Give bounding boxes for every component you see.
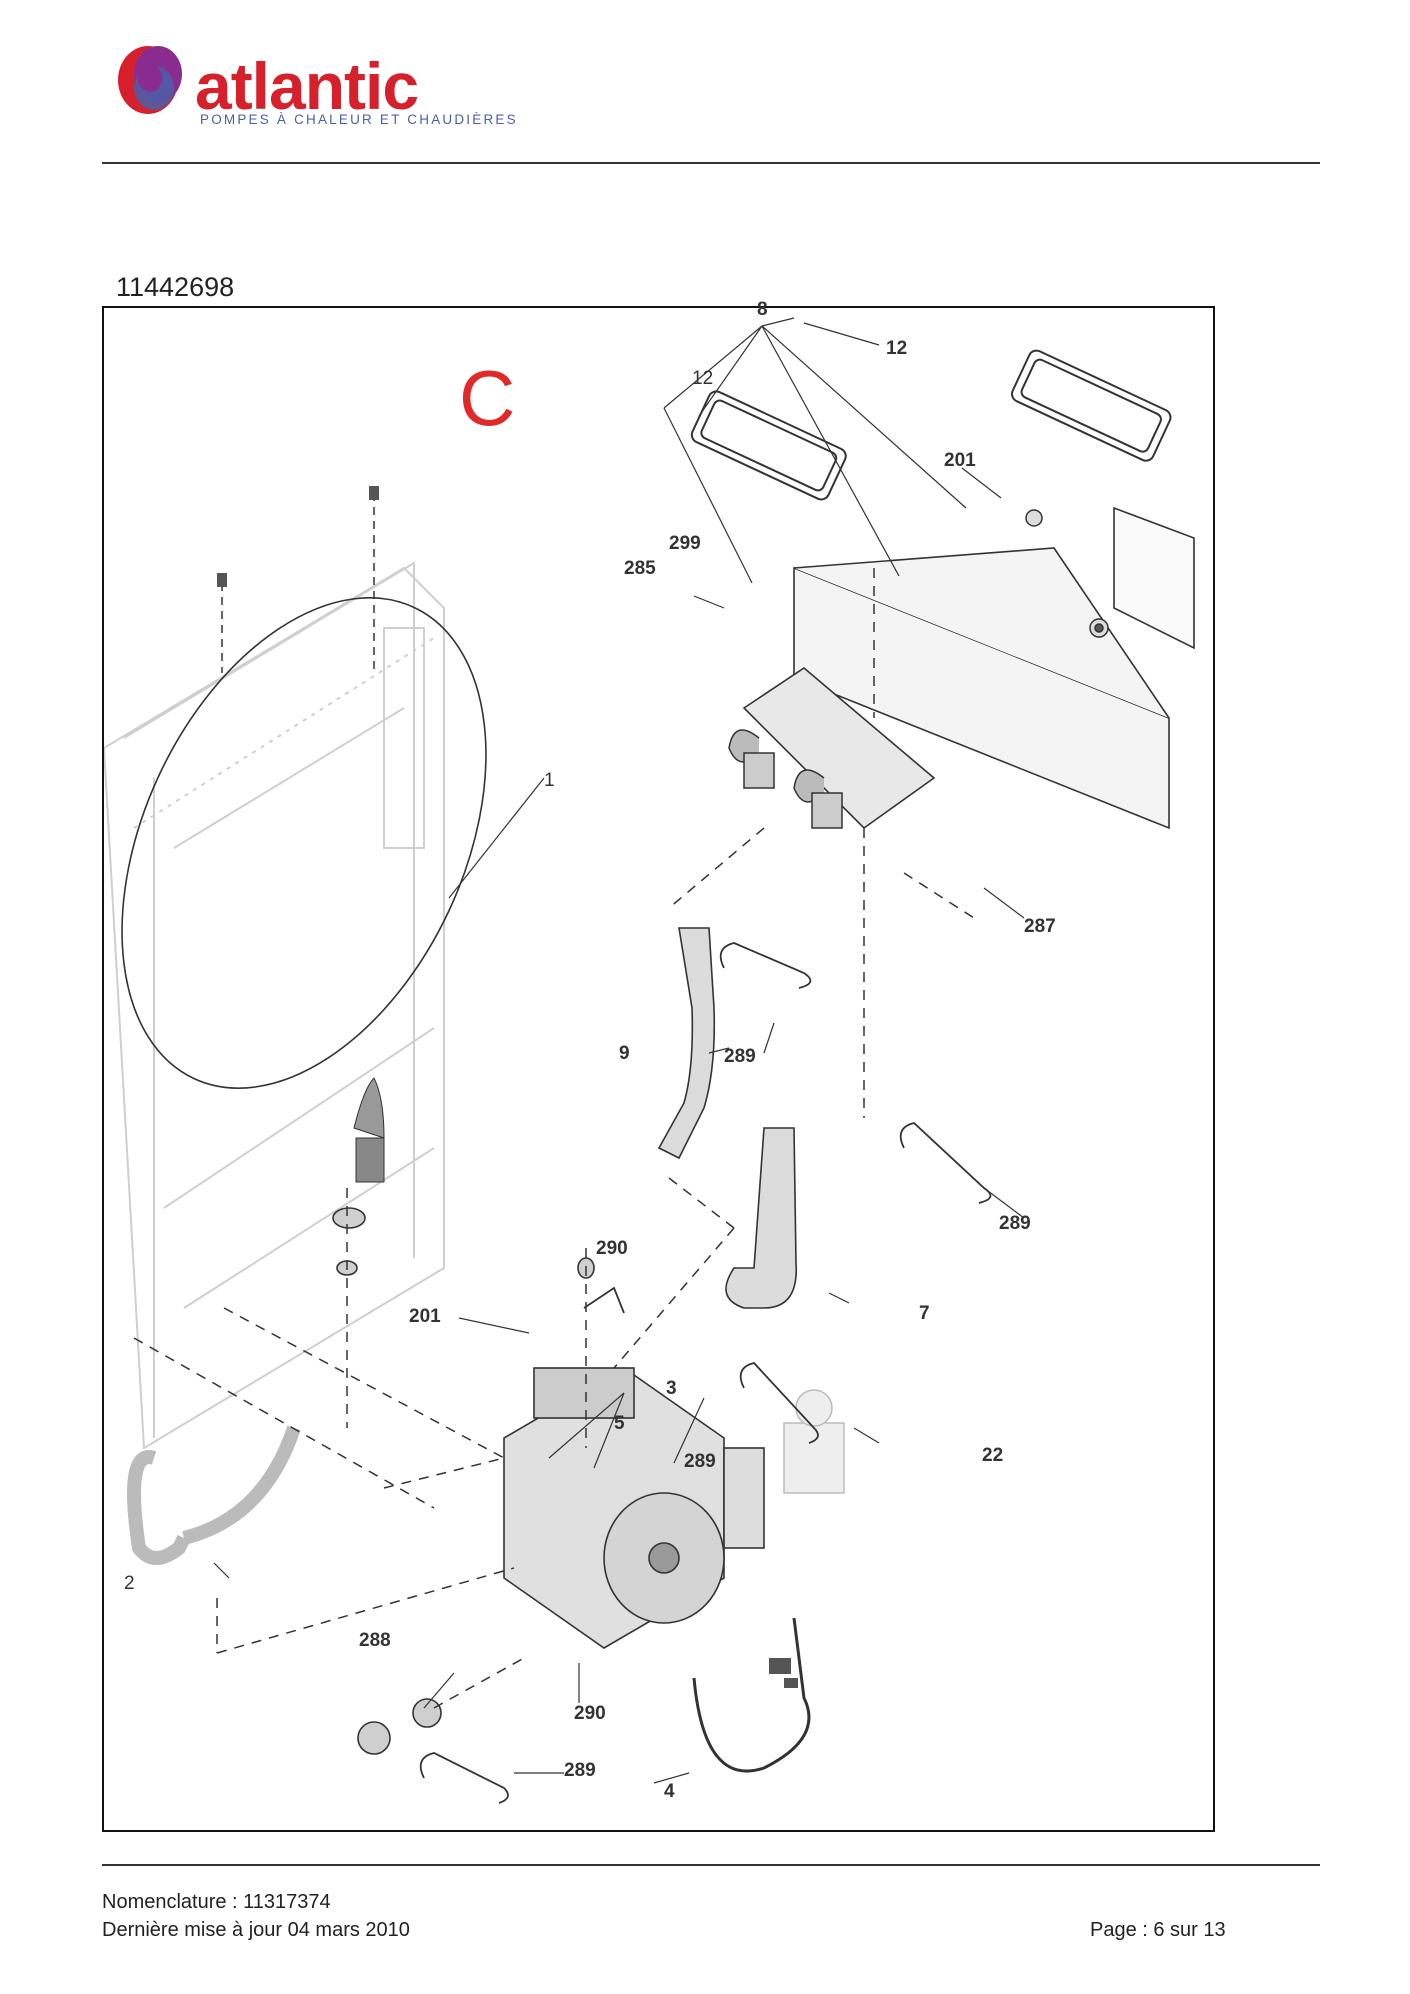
exploded-parts-diagram: C 8 12 12 201 299 285 1 287 9 289 289 29…	[102, 299, 1215, 1832]
diagram-drawing	[104, 317, 1195, 1804]
header-divider	[102, 162, 1320, 164]
footer-divider	[102, 1864, 1320, 1866]
callout-285: 285	[624, 558, 656, 579]
callout-288: 288	[359, 1630, 391, 1651]
footer-nomenclature: Nomenclature : 11317374	[102, 1891, 331, 1913]
callout-289: 289	[564, 1760, 596, 1781]
callout-12: 12	[886, 338, 908, 359]
callout-8: 8	[757, 299, 768, 320]
footer-last-update: Dernière mise à jour 04 mars 2010	[102, 1919, 410, 1941]
atlantic-logo: atlantic POMPES À CHALEUR ET CHAUDIÈRES	[110, 38, 516, 133]
callout-299: 299	[669, 533, 701, 554]
callout-289: 289	[684, 1451, 716, 1472]
section-letter: C	[459, 354, 516, 442]
document-reference: 11442698	[116, 272, 235, 302]
callout-201: 201	[409, 1306, 441, 1327]
callout-2: 2	[124, 1573, 135, 1594]
logo-swirl-icon	[118, 46, 182, 114]
brand-tagline: POMPES À CHALEUR ET CHAUDIÈRES	[200, 112, 518, 127]
callout-4: 4	[664, 1781, 675, 1802]
callout-1: 1	[544, 770, 555, 791]
callout-5: 5	[614, 1413, 625, 1434]
brand-name: atlantic	[195, 49, 419, 123]
callout-7: 7	[919, 1303, 930, 1324]
callout-12: 12	[692, 368, 714, 389]
callout-201: 201	[944, 450, 976, 471]
footer-page-number: Page : 6 sur 13	[1090, 1919, 1226, 1941]
callout-289: 289	[724, 1046, 756, 1067]
callout-9: 9	[619, 1043, 630, 1064]
callout-287: 287	[1024, 916, 1056, 937]
expansion-vessel	[121, 597, 487, 1089]
callout-290: 290	[574, 1703, 606, 1724]
callout-290: 290	[596, 1238, 628, 1259]
callout-289: 289	[999, 1213, 1031, 1234]
callout-3: 3	[666, 1378, 677, 1399]
callout-22: 22	[982, 1445, 1004, 1466]
